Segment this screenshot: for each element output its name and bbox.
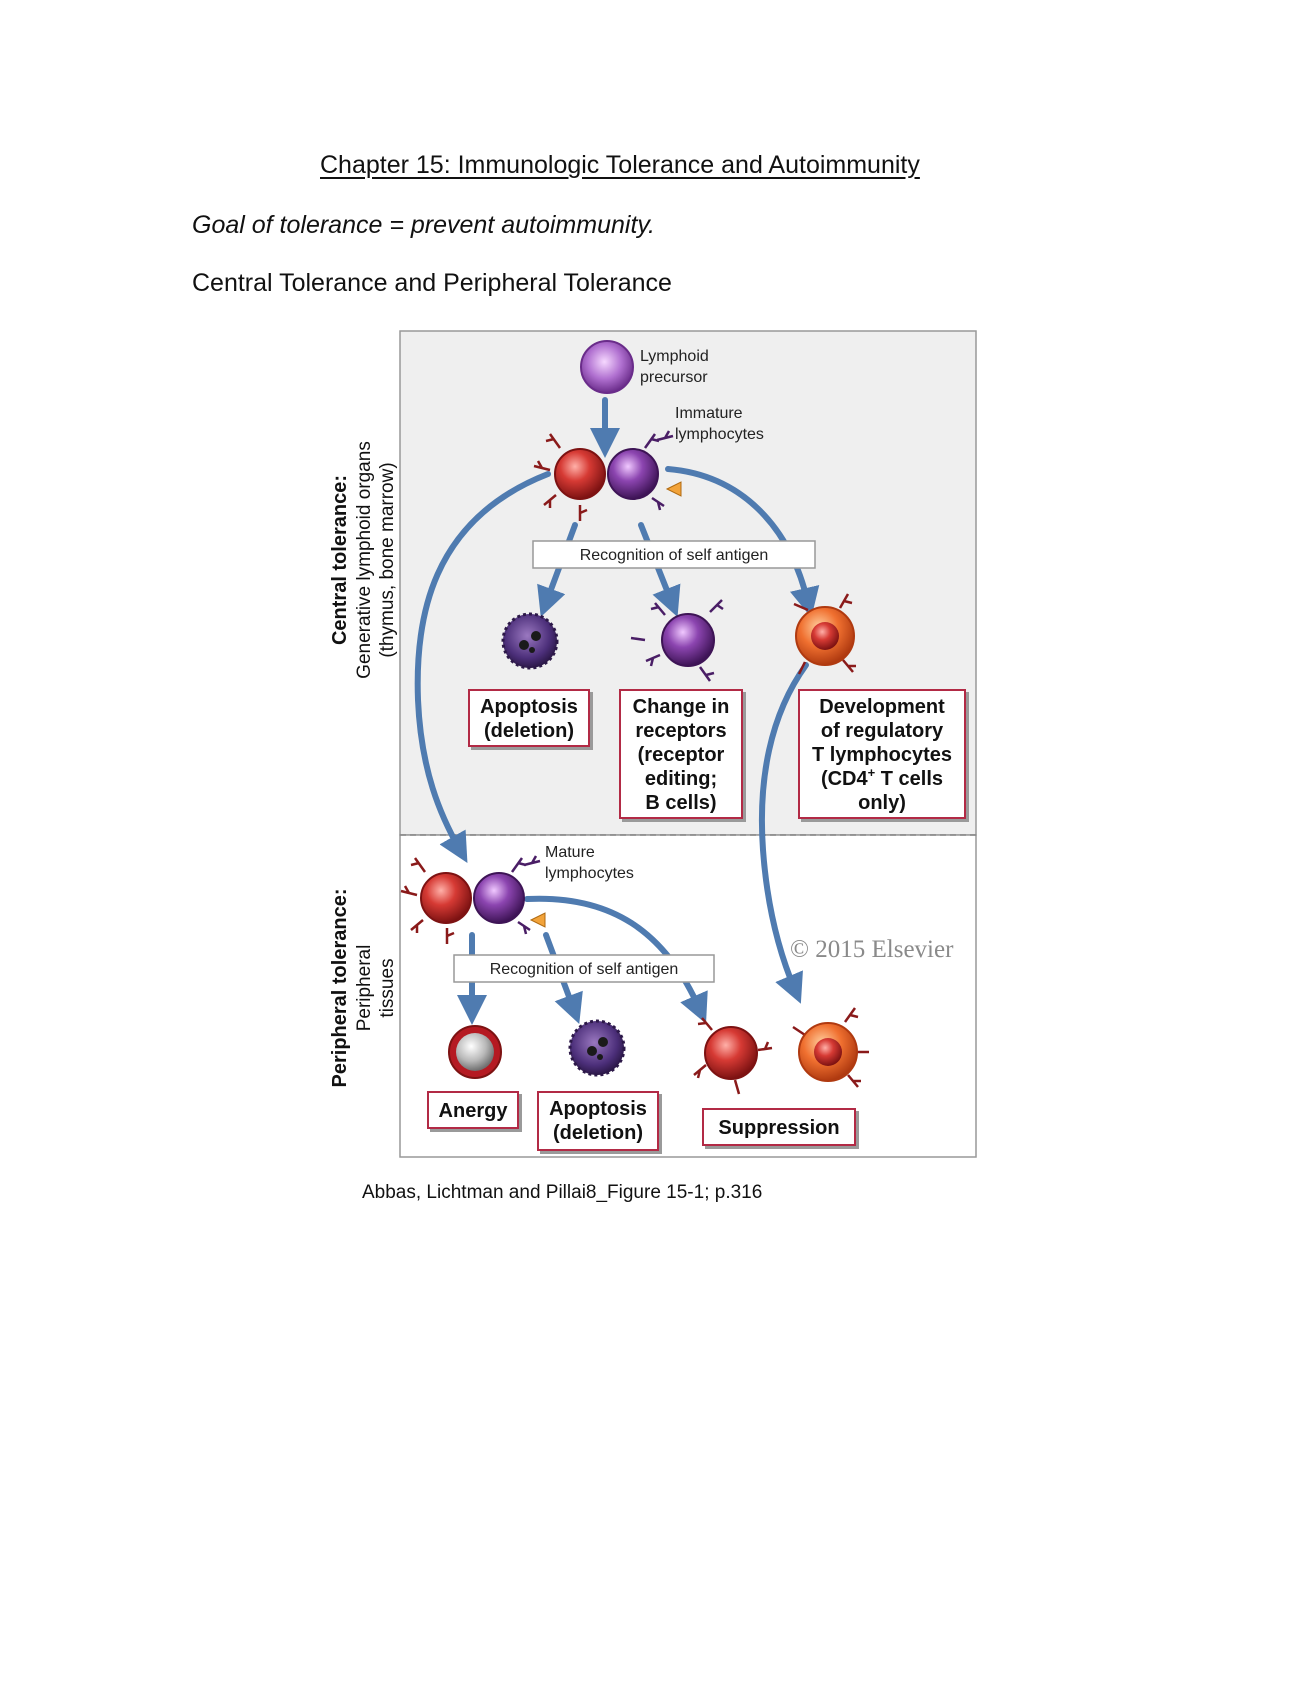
mature-red-cell <box>400 857 472 944</box>
receptor-editing-cell <box>630 599 724 682</box>
dev-label-2: of regulatory <box>821 720 944 742</box>
dev-label-4b: T cells <box>875 768 943 790</box>
immature-purple-cell <box>607 430 682 511</box>
peripheral-sublabel-2: tissues <box>377 958 398 1017</box>
arrow-immature-to-mature <box>414 471 551 864</box>
change-label-2: receptors <box>635 720 726 742</box>
central-label: Central tolerance: <box>329 475 351 645</box>
dev-label-5: only) <box>858 792 906 814</box>
change-label-5: B cells) <box>645 792 716 814</box>
regulatory-development-box: Development of regulatory T lymphocytes … <box>798 689 966 819</box>
central-side-label: Central tolerance: Generative lymphoid o… <box>329 441 398 679</box>
anergic-cell <box>448 1025 502 1079</box>
lymphoid-precursor-cell <box>580 340 634 394</box>
apoptosis-central-label-2: (deletion) <box>484 720 574 742</box>
apoptosis-central-box: Apoptosis (deletion) <box>468 689 590 747</box>
dev-label-1: Development <box>819 696 945 718</box>
dev-label-4a: (CD4 <box>821 768 869 790</box>
mature-label-1: Mature <box>545 844 595 861</box>
apoptotic-cell-central <box>501 612 559 670</box>
suppression-label: Suppression <box>718 1117 839 1139</box>
recognition-central-box <box>532 540 816 569</box>
apoptosis-central-label-1: Apoptosis <box>480 696 578 718</box>
apoptosis-peripheral-label-1: Apoptosis <box>549 1098 647 1120</box>
change-label-4: editing; <box>645 768 717 790</box>
change-receptors-box: Change in receptors (receptor editing; B… <box>619 689 743 819</box>
change-label-1: Change in <box>633 696 730 718</box>
recognition-peripheral-label: Recognition of self antigen <box>490 961 679 978</box>
arrow-to-regulatory <box>665 466 820 618</box>
arrow-regulatory-to-suppression <box>758 662 809 1004</box>
central-sublabel-1: Generative lymphoid organs <box>354 441 375 679</box>
mature-label-2: lymphocytes <box>545 865 634 882</box>
anergy-box: Anergy <box>427 1091 519 1129</box>
peripheral-label: Peripheral tolerance: <box>329 889 351 1088</box>
mature-purple-cell <box>473 855 546 935</box>
immature-label-1: Immature <box>675 405 743 422</box>
apoptotic-cell-peripheral <box>568 1019 626 1077</box>
apoptosis-peripheral-box: Apoptosis (deletion) <box>537 1091 659 1151</box>
central-sublabel-2: (thymus, bone marrow) <box>377 462 398 657</box>
peripheral-side-label: Peripheral tolerance: Peripheral tissues <box>329 889 398 1088</box>
figure-caption: Abbas, Lichtman and Pillai8_Figure 15-1;… <box>362 1182 763 1203</box>
section-title: Central Tolerance and Peripheral Toleran… <box>192 269 672 297</box>
anergy-label: Anergy <box>439 1100 509 1122</box>
change-label-3: (receptor <box>638 744 725 766</box>
lymphoid-precursor-label-2: precursor <box>640 369 708 386</box>
copyright-watermark: © 2015 Elsevier <box>790 936 954 963</box>
suppressed-red-cell <box>693 1017 773 1095</box>
regulatory-t-cell-peripheral <box>792 1007 869 1088</box>
chapter-title: Chapter 15: Immunologic Tolerance and Au… <box>320 151 920 179</box>
immature-red-cell <box>533 433 606 521</box>
dev-label-4: (CD4+ T cells <box>821 765 943 790</box>
dev-label-4sup: + <box>868 765 876 780</box>
immature-label-2: lymphocytes <box>675 426 764 443</box>
goal-statement: Goal of tolerance = prevent autoimmunity… <box>192 211 655 239</box>
suppression-box: Suppression <box>702 1108 856 1146</box>
dev-label-3: T lymphocytes <box>812 744 952 766</box>
peripheral-sublabel-1: Peripheral <box>354 945 375 1032</box>
lymphoid-precursor-label-1: Lymphoid <box>640 348 709 365</box>
regulatory-t-cell-central <box>793 593 856 675</box>
recognition-peripheral-box <box>453 954 715 983</box>
recognition-central-label: Recognition of self antigen <box>580 547 769 564</box>
apoptosis-peripheral-label-2: (deletion) <box>553 1122 643 1144</box>
